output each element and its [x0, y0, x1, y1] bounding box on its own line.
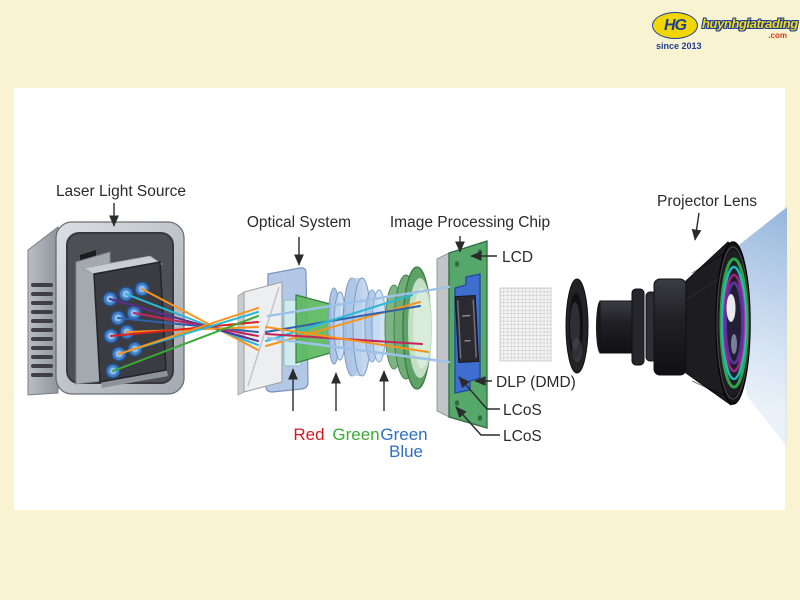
label-color-green-1: Green: [332, 425, 379, 444]
brand-logo: HG huynhgiatrading .com since 2013: [640, 5, 798, 53]
logo-ellipse-icon: HG: [652, 12, 698, 39]
image-processing-chip: [436, 240, 488, 429]
label-color-green-2: Green: [380, 425, 427, 444]
label-optical-system: Optical System: [247, 214, 351, 231]
label-dlp-dmd: DLP (DMD): [496, 374, 576, 391]
annotations: [109, 203, 702, 436]
aperture-ring: [565, 278, 589, 374]
label-image-processing-chip: Image Processing Chip: [390, 214, 550, 231]
lens-coating-rings: [719, 257, 749, 389]
label-color-red: Red: [293, 425, 324, 444]
dmd-chip: [454, 294, 480, 364]
relay-lenses: [327, 277, 387, 377]
logo-monogram: HG: [664, 16, 687, 34]
label-lcd: LCD: [502, 249, 533, 266]
logo-tld-text: .com: [768, 31, 787, 40]
heatsink-fins: [31, 283, 53, 377]
labels: Laser Light Source Optical System Image …: [56, 183, 757, 461]
label-laser-light-source: Laser Light Source: [56, 183, 186, 200]
logo-brand-text: huynhgiatrading: [702, 16, 798, 31]
micromirror-mesh: [499, 287, 552, 362]
laser-light-source-box: [27, 221, 185, 396]
label-color-blue: Blue: [389, 442, 423, 461]
logo-since-text: since 2013: [656, 41, 702, 51]
laser-rays: [109, 285, 451, 372]
projector-lens-assembly: [596, 241, 751, 406]
label-lcos-2: LCoS: [503, 428, 542, 445]
label-projector-lens: Projector Lens: [657, 193, 757, 210]
label-lcos-1: LCoS: [503, 402, 542, 419]
